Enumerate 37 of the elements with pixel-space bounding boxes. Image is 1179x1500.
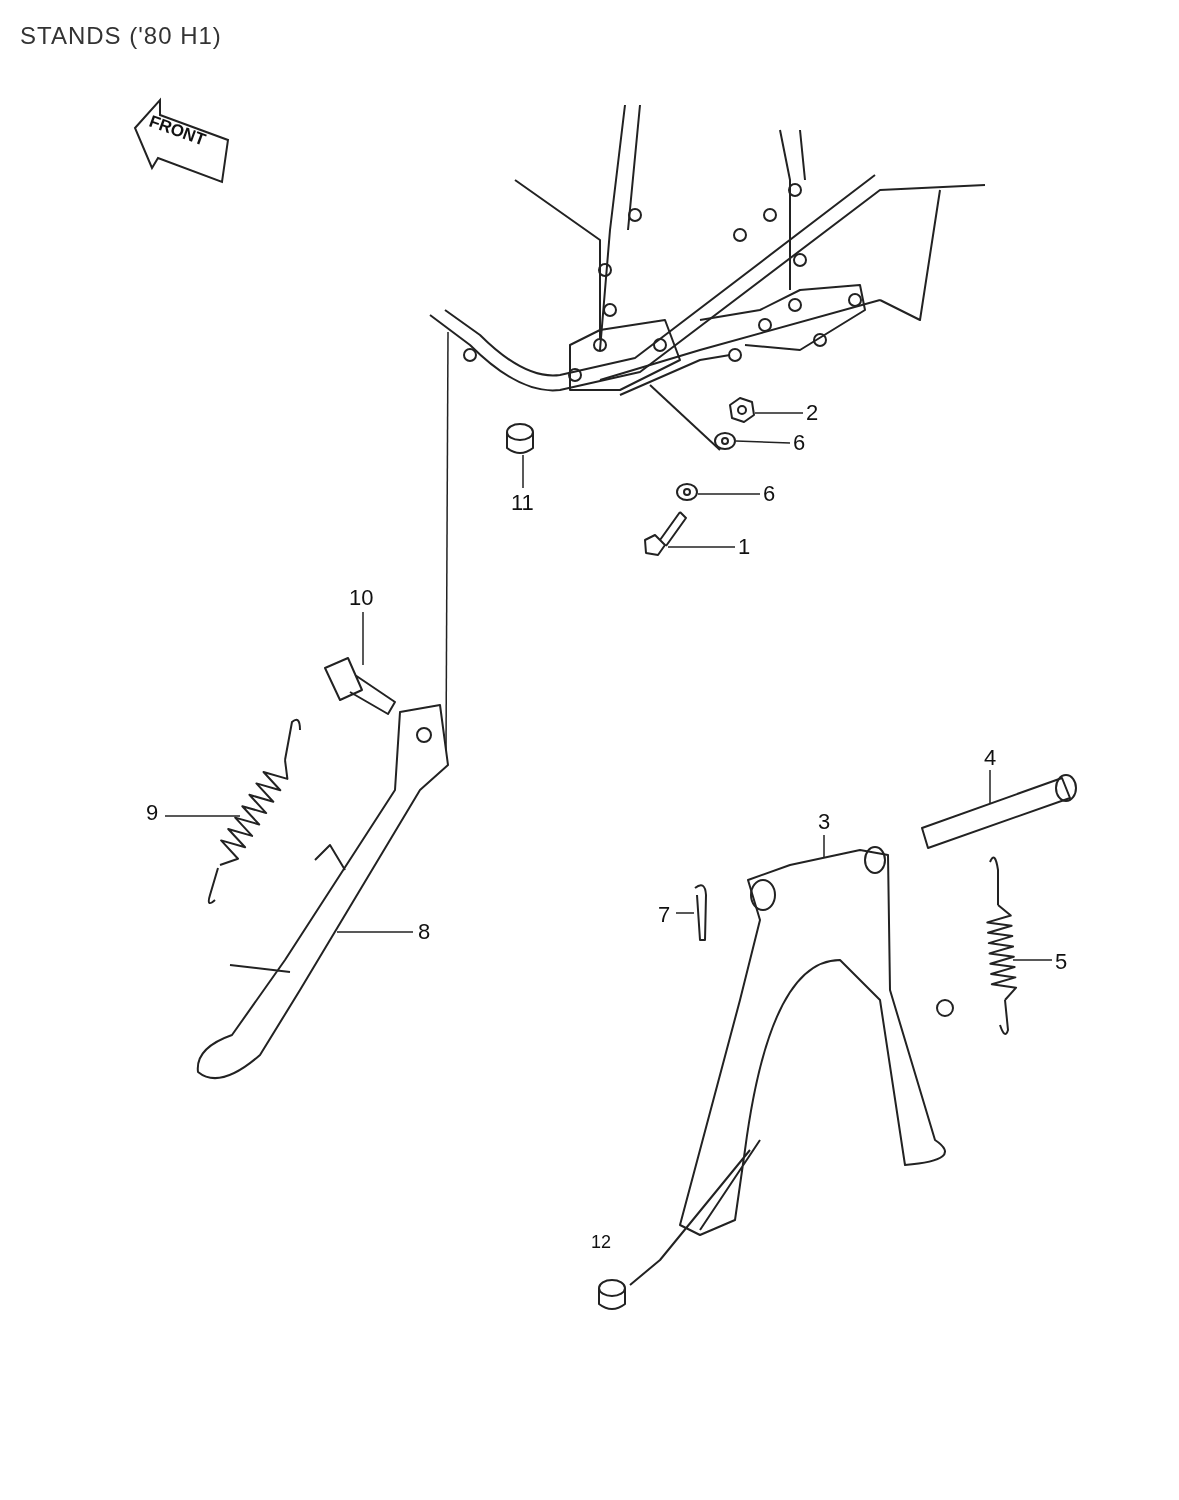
leader-line xyxy=(735,440,791,444)
leader-line xyxy=(697,493,761,495)
leader-line xyxy=(823,834,825,859)
callout-number: 4 xyxy=(984,747,997,769)
callout-number: 5 xyxy=(1055,951,1068,973)
leader-line xyxy=(522,454,524,489)
callout-number: 9 xyxy=(146,802,159,824)
center-stand-drawing xyxy=(629,846,954,1286)
leader-line xyxy=(667,546,736,548)
rubber-icon xyxy=(598,1279,626,1310)
leader-line xyxy=(336,931,414,933)
callout-number: 7 xyxy=(658,904,671,926)
side-stand-drawing xyxy=(196,704,449,1080)
shaft-drawing xyxy=(921,774,1077,849)
pivot-bolt-drawing xyxy=(324,657,396,715)
leader-line xyxy=(754,412,804,414)
leader-line xyxy=(362,611,364,666)
collar-icon xyxy=(506,423,534,454)
bolt-drawing xyxy=(644,511,687,556)
spring-drawing xyxy=(986,856,1018,1035)
leader-line xyxy=(1012,959,1053,961)
callout-number: 2 xyxy=(806,402,819,424)
leader-line xyxy=(989,769,991,804)
callout-number: 11 xyxy=(511,492,534,514)
callout-number: 3 xyxy=(818,811,831,833)
callout-number: 6 xyxy=(793,432,806,454)
leader-line xyxy=(164,815,241,817)
callout-number: 10 xyxy=(349,587,374,609)
frame-drawing xyxy=(429,104,986,451)
washer-drawing xyxy=(676,483,698,501)
title: STANDS ('80 H1) xyxy=(20,24,222,48)
callout-number: 8 xyxy=(418,921,431,943)
alignment-line xyxy=(445,331,449,751)
callout-number: 12 xyxy=(591,1233,612,1251)
leader-line xyxy=(675,912,695,914)
callout-number: 1 xyxy=(738,536,751,558)
callout-number: 6 xyxy=(763,483,776,505)
